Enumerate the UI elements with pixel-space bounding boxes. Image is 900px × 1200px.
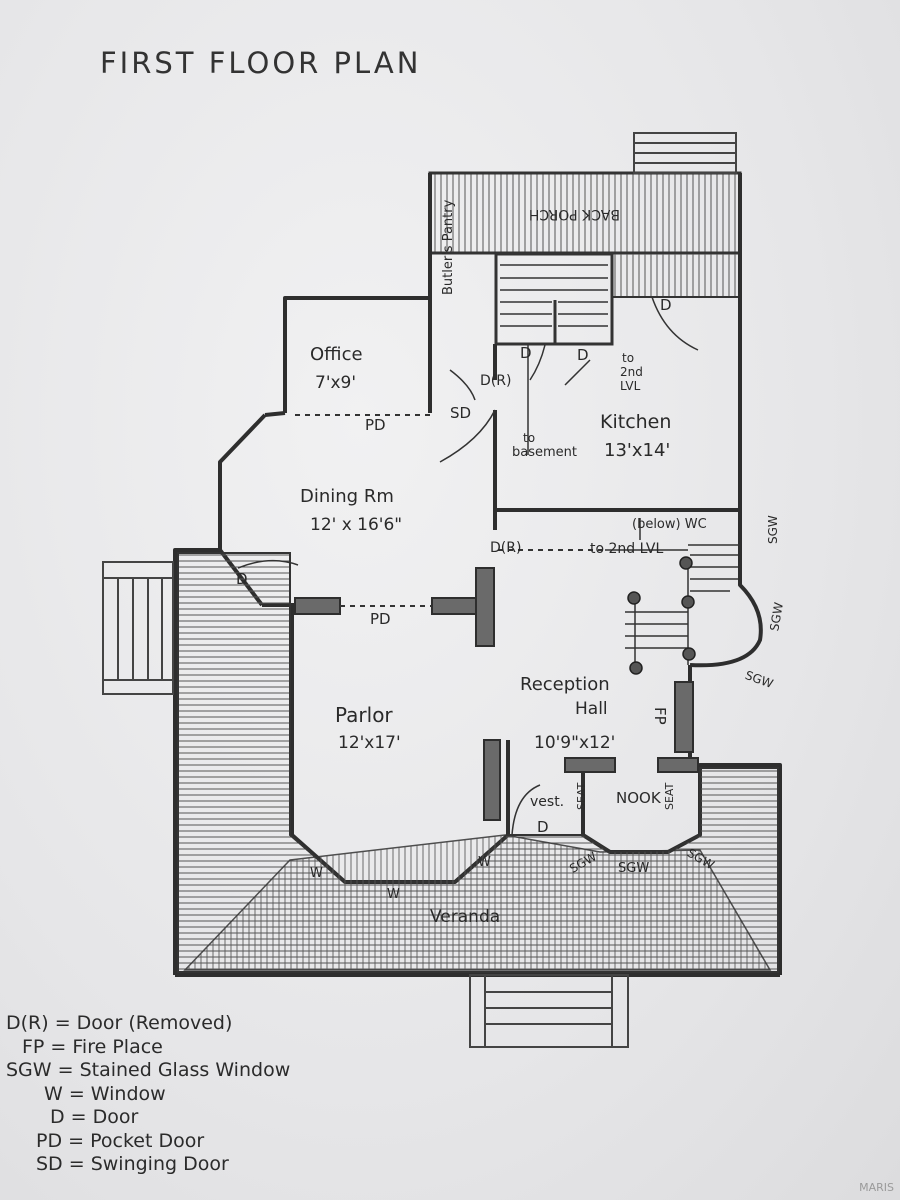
to-2nd-lvl-b: 2nd — [620, 365, 643, 379]
kitchen-label: Kitchen — [600, 411, 671, 433]
reception-size: 10'9"x12' — [534, 733, 615, 753]
to-2nd-lvl-note: to 2nd LVL — [590, 541, 663, 557]
to-basement-1: to — [523, 431, 535, 445]
sgw-mark-5: SGW — [618, 861, 649, 876]
plan-title: FIRST FLOOR PLAN — [100, 46, 422, 80]
door-mark-basement: D — [520, 344, 532, 362]
seat-label-1: SEAT — [575, 782, 588, 810]
door-removed-mark-pantry: D(R) — [480, 373, 511, 389]
back-porch-label: BACK PORCH — [529, 206, 620, 222]
watermark: MARIS — [859, 1181, 894, 1194]
pocket-door-mark-parlor: PD — [370, 610, 391, 628]
legend-item: W = Window — [44, 1082, 166, 1105]
sgw-mark-1: SGW — [766, 515, 780, 544]
seat-label-2: SEAT — [663, 782, 676, 810]
sgw-mark-2: SGW — [767, 601, 786, 632]
parlor-label: Parlor — [335, 703, 393, 727]
kitchen-size: 13'x14' — [604, 440, 670, 461]
chimneys — [294, 567, 699, 821]
door-removed-mark-hall: D(R) — [490, 540, 521, 556]
swinging-door-mark: SD — [450, 404, 471, 422]
back-porch — [428, 171, 742, 298]
pantry-label: Butler's Pantry — [441, 199, 456, 295]
dining-size: 12' x 16'6" — [310, 515, 402, 535]
nook-label: NOOK — [616, 789, 662, 807]
sgw-mark-3: SGW — [743, 668, 775, 691]
legend-item: PD = Pocket Door — [36, 1129, 205, 1152]
legend-item: FP = Fire Place — [22, 1035, 163, 1058]
reception-label-2: Hall — [575, 699, 608, 719]
legend-item: D(R) = Door (Removed) — [6, 1012, 233, 1034]
legend: D(R) = Door (Removed) FP = Fire Place SG… — [6, 1012, 386, 1177]
veranda — [177, 552, 779, 973]
back-steps — [633, 132, 737, 174]
office-label: Office — [310, 344, 363, 365]
door-mark-stair: D — [577, 346, 589, 364]
door-mark-vest: D — [537, 818, 549, 836]
legend-item: D = Door — [50, 1106, 139, 1128]
veranda-label: Veranda — [430, 907, 500, 927]
vest-label: vest. — [530, 794, 564, 810]
pocket-door-mark-office: PD — [365, 416, 386, 434]
door-mark-dining: D — [236, 570, 248, 588]
to-2nd-lvl-c: LVL — [620, 379, 641, 393]
newel-posts — [627, 556, 696, 675]
office-size: 7'x9' — [315, 373, 356, 393]
reception-label: Reception — [520, 674, 610, 695]
window-mark-parlor: W — [387, 887, 400, 902]
legend-item: SD = Swinging Door — [36, 1153, 229, 1175]
to-basement-2: basement — [512, 445, 577, 460]
window-mark-parlor-2: W — [478, 855, 491, 870]
dining-label: Dining Rm — [300, 486, 394, 507]
front-steps — [469, 974, 629, 1048]
side-steps — [102, 561, 174, 695]
parlor-size: 12'x17' — [338, 733, 401, 753]
to-2nd-lvl-a: to — [622, 351, 634, 365]
back-stair — [494, 252, 614, 346]
door-swings — [237, 296, 699, 836]
legend-item: SGW = Stained Glass Window — [6, 1059, 291, 1081]
below-wc-note: (below) WC — [632, 517, 707, 532]
fireplace-mark: FP — [651, 707, 669, 725]
pocket-door-lines — [295, 414, 605, 607]
door-mark-kitchen: D — [660, 296, 672, 314]
window-mark-parlor-3: W — [310, 866, 323, 881]
